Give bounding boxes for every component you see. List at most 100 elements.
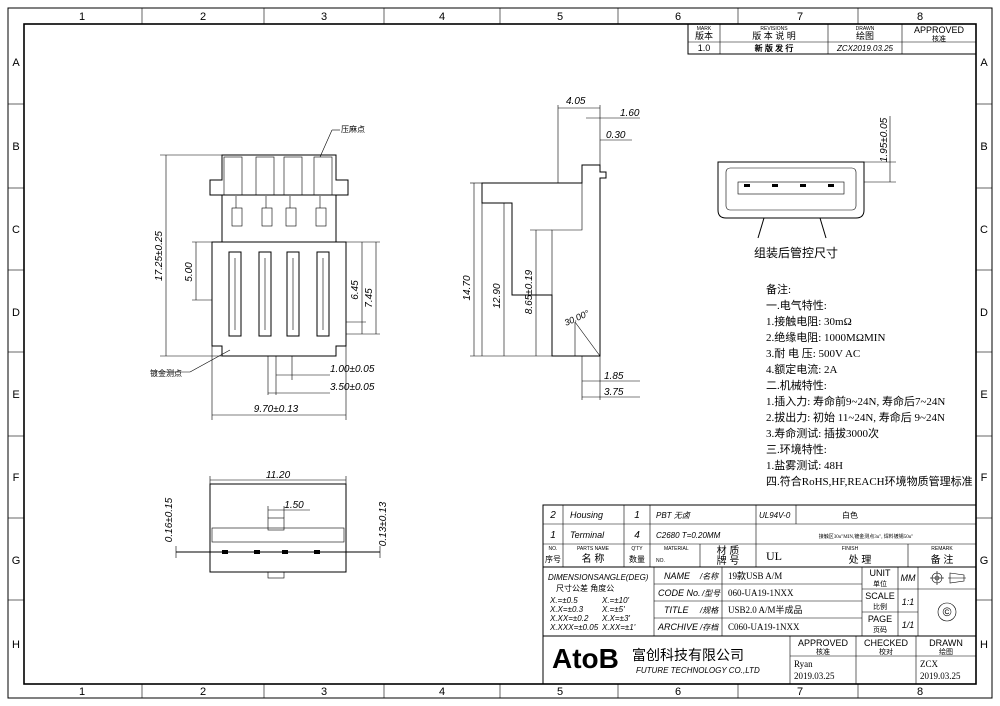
tb-drawn-cn: 绘图 xyxy=(939,647,953,656)
bom-hdr-finish-cn: 处 理 xyxy=(849,554,872,566)
grid-col-6-bottom: 6 xyxy=(675,686,681,698)
rev-approved-cn: 核准 xyxy=(932,34,946,43)
tol-5: X.X=±3' xyxy=(601,614,630,623)
rev-drawn-en: DRAWN xyxy=(856,26,875,32)
bom-row2-name: Housing xyxy=(570,510,603,520)
side-dim-1470: 14.70 xyxy=(462,275,473,300)
grid-col-3-bottom: 3 xyxy=(321,686,327,698)
tb-drawn-date: 2019.03.25 xyxy=(920,671,961,681)
bom-hdr-finish-en: FINISH xyxy=(842,546,859,552)
side-dim-1290: 12.90 xyxy=(492,283,503,308)
tb-unit-cn: 单位 xyxy=(873,579,887,588)
grid-row-a: A xyxy=(12,57,20,69)
tb-code-label: CODE No. xyxy=(658,588,701,598)
bom-hdr-material-en: MATERIAL xyxy=(664,546,689,552)
side-dim-030: 0.30 xyxy=(606,130,626,141)
tb-title-value: USB2.0 A/M半成品 xyxy=(728,604,803,615)
notes-line-8: 2.拔出力: 初始 11~24N, 寿命后 9~24N xyxy=(766,410,945,424)
tb-code-value: 060-UA19-1NXX xyxy=(728,588,794,598)
tb-checked-en: CHECKED xyxy=(864,638,909,648)
tb-archive-label: ARCHIVE xyxy=(657,622,699,632)
front-plating-point-label: 镀金测点 xyxy=(150,368,182,378)
notes-line-10: 三.环境特性: xyxy=(766,442,827,456)
bom-hdr-qty-en: Q'TY xyxy=(631,546,643,552)
grid-col-1: 1 xyxy=(79,11,85,23)
bom-row2-qty: 1 xyxy=(634,510,640,521)
grid-row-b-right: B xyxy=(980,141,987,153)
tb-archive-value: C060-UA19-1NXX xyxy=(728,622,800,632)
copyright-icon xyxy=(937,602,957,622)
rev-row-drawn: ZCX2019.03.25 xyxy=(836,44,894,53)
bom-hdr-ul: UL xyxy=(766,549,782,563)
grid-col-2-bottom: 2 xyxy=(200,686,206,698)
bottom-dim-016: 0.16±0.15 xyxy=(164,497,175,542)
rev-row-mark: 1.0 xyxy=(698,43,711,53)
grid-col-5-bottom: 5 xyxy=(557,686,563,698)
tb-scale-cn: 比例 xyxy=(873,602,887,611)
bom-hdr-no-cn: 序号 xyxy=(545,554,561,564)
notes-line-3: 2.绝缘电阻: 1000MΩMIN xyxy=(766,330,885,344)
tb-name-value: 19款USB A/M xyxy=(728,570,782,581)
tb-page-en: PAGE xyxy=(868,614,892,624)
side-dim-185: 1.85 xyxy=(604,371,624,382)
grid-row-h-right: H xyxy=(980,639,988,651)
grid-row-f: F xyxy=(13,472,20,484)
grid-col-2: 2 xyxy=(200,11,206,23)
tb-copyright: © xyxy=(943,605,952,619)
bom-hdr-material-cn: 材 质 xyxy=(717,544,740,557)
tol-1: X.=±10' xyxy=(601,596,630,605)
grid-col-7-bottom: 7 xyxy=(797,686,803,698)
tol-2: X.X=±0.3 xyxy=(549,605,584,614)
tol-6: X.XXX=±0.05 xyxy=(549,623,599,632)
rev-drawn-cn: 绘图 xyxy=(856,30,874,41)
bom-row2-no: 2 xyxy=(549,510,556,521)
rev-mark-en: MARK xyxy=(697,26,712,32)
end-view: 1.95±0.05 组装后管控尺寸 xyxy=(717,116,896,260)
side-dim-405: 4.05 xyxy=(566,96,586,107)
front-dim-350: 3.50±0.05 xyxy=(330,382,375,393)
tol-3: X.=±5' xyxy=(601,605,625,614)
front-view: 压麻点 镀金测点 17.25±0.25 5.00 6.45 7.45 1.00±… xyxy=(150,124,380,420)
grid-col-3: 3 xyxy=(321,11,327,23)
bom-row1-name: Terminal xyxy=(570,530,605,540)
grid-col-8: 8 xyxy=(917,11,923,23)
tb-scale-value: 1:1 xyxy=(902,597,915,607)
bom-hdr-remark-en: REMARK xyxy=(931,546,953,552)
bom-hdr-name-en: PARTS NAME xyxy=(577,546,610,552)
bottom-dim-1120: 11.20 xyxy=(266,470,291,481)
bom-row2-finish: 白色 xyxy=(842,510,858,520)
tb-title-label: TITLE xyxy=(664,605,690,615)
bom-row1-material: C2680 T=0.20MM xyxy=(656,531,721,540)
tb-name-label: NAME xyxy=(664,571,691,581)
grid-col-5: 5 xyxy=(557,11,563,23)
grid-col-6: 6 xyxy=(675,11,681,23)
bottom-dim-150: 1.50 xyxy=(284,500,304,511)
grid-col-4-bottom: 4 xyxy=(439,686,445,698)
grid-row-h: H xyxy=(12,639,20,651)
tb-drawn-name: ZCX xyxy=(920,659,939,669)
rev-mark-cn: 版本 xyxy=(695,30,713,41)
notes-line-2: 1.接触电阻: 30mΩ xyxy=(766,314,852,328)
bottom-dim-013: 0.13±0.13 xyxy=(378,501,389,546)
bom-hdr-grade-en: NO. xyxy=(656,558,665,564)
grid-col-8-bottom: 8 xyxy=(917,686,923,698)
grid-col-7: 7 xyxy=(797,11,803,23)
bottom-view: 11.20 1.50 0.16±0.15 0.13±0.13 xyxy=(164,470,389,579)
rev-row-desc: 新 版 发 行 xyxy=(755,43,794,53)
projection-symbol-icon xyxy=(930,571,966,585)
tb-code-cn: /型号 xyxy=(701,589,721,598)
front-dim-5: 5.00 xyxy=(184,262,195,282)
side-dim-375: 3.75 xyxy=(604,387,624,398)
bom-row1-qty: 4 xyxy=(634,530,640,541)
tb-name-cn: /名称 xyxy=(699,572,720,581)
company-name-cn: 富创科技有限公司 xyxy=(632,647,744,664)
bom-hdr-no-en: NO. xyxy=(549,546,558,552)
front-dim-width: 9.70±0.13 xyxy=(254,404,299,415)
front-press-point-label: 压麻点 xyxy=(341,124,365,134)
front-dim-645: 6.45 xyxy=(350,280,361,300)
grid-row-c: C xyxy=(12,224,20,236)
bom-hdr-name-cn: 名 称 xyxy=(582,552,605,565)
rev-revisions-en: REVISIONS xyxy=(760,26,788,32)
front-dim-height: 17.25±0.25 xyxy=(154,231,165,281)
